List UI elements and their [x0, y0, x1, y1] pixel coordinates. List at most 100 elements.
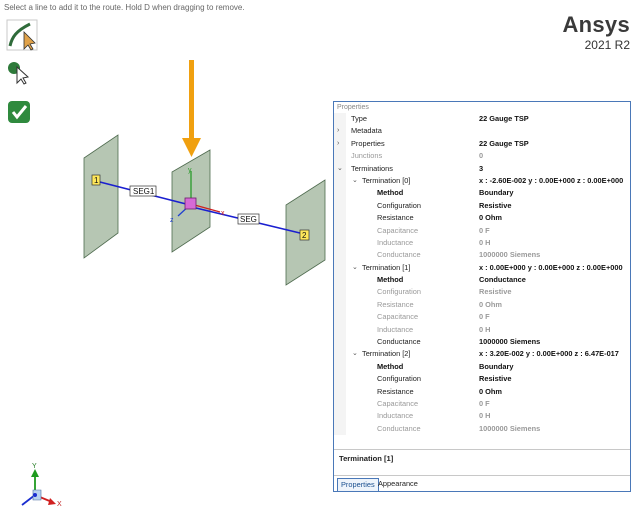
property-value[interactable]: 0 Ohm	[479, 213, 502, 223]
select-button[interactable]	[5, 58, 33, 86]
tab-appearance[interactable]: Appearance	[378, 479, 418, 488]
property-value[interactable]: 0 H	[479, 237, 491, 247]
property-value[interactable]: 1000000 Siemens	[479, 423, 541, 433]
selected-node[interactable]	[184, 197, 197, 210]
property-value[interactable]: 0	[479, 151, 484, 161]
row-gutter	[334, 348, 346, 361]
row-gutter	[334, 224, 346, 237]
position-arrow-icon	[182, 60, 201, 157]
row-gutter	[334, 137, 346, 151]
property-row[interactable]: Capacitance 0 F	[334, 311, 630, 324]
property-value[interactable]: 0 H	[479, 324, 491, 334]
property-row[interactable]: ⌄Termination [2]x : 3.20E-002 y : 0.00E+…	[334, 348, 630, 361]
property-value[interactable]: 22 Gauge TSP	[479, 114, 529, 123]
property-row[interactable]: Inductance 0 H	[334, 323, 630, 337]
property-value[interactable]: x : 3.20E-002 y : 0.00E+000 z : 6.47E-01…	[479, 349, 619, 359]
termination-plane-0[interactable]	[83, 134, 119, 259]
property-value[interactable]: 1000000 Siemens	[479, 337, 541, 347]
triad-label-x: X	[57, 501, 62, 508]
collapse-chevron-icon[interactable]: ⌄	[337, 164, 343, 172]
row-gutter	[334, 360, 346, 374]
property-row[interactable]: Resistance 0 Ohm	[334, 298, 630, 312]
property-value[interactable]: x : 0.00E+000 y : 0.00E+000 z : 0.00E+00…	[479, 262, 623, 272]
property-row[interactable]: Configuration Resistive	[334, 286, 630, 299]
axis-label-y: y	[188, 167, 192, 174]
property-value[interactable]: Resistive	[479, 287, 512, 297]
endpoint-label-1[interactable]: 1	[94, 176, 99, 185]
property-key: Capacitance	[377, 312, 419, 322]
property-row[interactable]: ⌄Termination [1]x : 0.00E+000 y : 0.00E+…	[334, 261, 630, 275]
property-row[interactable]: › Properties 22 Gauge TSP	[334, 137, 630, 151]
property-row[interactable]: Inductance 0 H	[334, 236, 630, 250]
property-value[interactable]: 1000000 Siemens	[479, 250, 541, 260]
property-key: Capacitance	[377, 225, 419, 235]
segment-label-2[interactable]: SEG	[240, 215, 257, 224]
3d-viewport[interactable]: SEG1 SEG 1 2 y x z Y X	[0, 0, 330, 510]
triad-label-y: Y	[32, 463, 37, 470]
row-gutter	[334, 422, 346, 435]
property-row[interactable]: Configuration Resistive	[334, 373, 630, 386]
property-value[interactable]: 0 Ohm	[479, 299, 502, 309]
row-gutter	[334, 323, 346, 337]
expand-chevron-icon[interactable]: ›	[337, 127, 340, 135]
property-value[interactable]: 22 Gauge TSP	[479, 138, 529, 148]
property-row[interactable]: ›Metadata	[334, 125, 630, 138]
orientation-triad[interactable]: Y X	[21, 463, 62, 508]
property-key: Resistance	[377, 299, 414, 309]
row-gutter	[334, 261, 346, 275]
property-key: Properties	[351, 138, 385, 148]
status-hint: Select a line to add it to the route. Ho…	[4, 3, 245, 12]
endpoint-label-2[interactable]: 2	[302, 231, 307, 240]
property-row[interactable]: Capacitance 0 F	[334, 224, 630, 237]
property-value[interactable]: 3	[479, 163, 484, 173]
complete-button[interactable]	[5, 98, 33, 126]
collapse-chevron-icon[interactable]: ⌄	[352, 350, 358, 358]
property-key: Inductance	[377, 237, 414, 247]
segment-label-1[interactable]: SEG1	[133, 187, 155, 196]
property-row[interactable]: ⌄Termination [0]x : -2.60E-002 y : 0.00E…	[334, 174, 630, 188]
collapse-chevron-icon[interactable]: ⌄	[352, 176, 358, 184]
property-value[interactable]: Boundary	[479, 188, 514, 198]
property-value[interactable]: 0 H	[479, 411, 491, 421]
property-key: Configuration	[377, 287, 421, 297]
property-value[interactable]: Resistive	[479, 374, 512, 384]
row-gutter	[334, 174, 346, 188]
row-gutter	[334, 286, 346, 299]
row-gutter	[334, 212, 346, 225]
property-key: Inductance	[377, 324, 414, 334]
property-key: Configuration	[377, 374, 421, 384]
property-value[interactable]: 0 F	[479, 398, 490, 408]
property-row[interactable]: Method Boundary	[334, 360, 630, 374]
row-gutter	[334, 385, 346, 398]
row-gutter	[334, 397, 346, 411]
property-value[interactable]: Boundary	[479, 361, 514, 371]
property-value[interactable]: 0 F	[479, 312, 490, 322]
collapse-chevron-icon[interactable]: ⌄	[352, 263, 358, 271]
property-value[interactable]: 0 F	[479, 225, 490, 235]
brand-logo: Ansys 2021 R2	[562, 14, 630, 53]
expand-chevron-icon[interactable]: ›	[337, 139, 340, 147]
property-value[interactable]: x : -2.60E-002 y : 0.00E+000 z : 0.00E+0…	[479, 175, 624, 185]
property-value[interactable]: Conductance	[479, 275, 526, 285]
axis-label-z: z	[170, 217, 174, 224]
draw-route-button[interactable]	[5, 18, 39, 52]
property-key: Method	[377, 361, 404, 371]
tab-properties[interactable]: Properties	[337, 478, 379, 491]
property-value[interactable]: 0 Ohm	[479, 386, 502, 396]
property-value[interactable]: Resistive	[479, 200, 512, 210]
draw-route-tool-icon	[6, 19, 38, 51]
